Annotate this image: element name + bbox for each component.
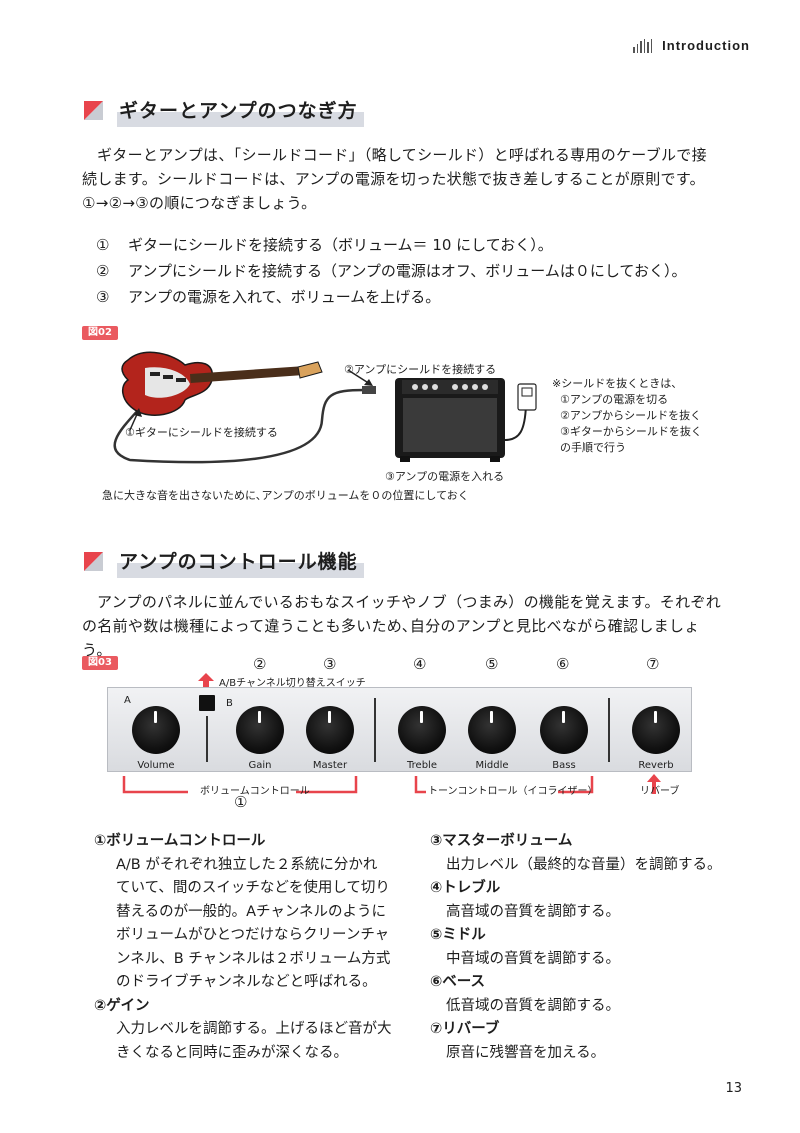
group-reverb-label: リバーブ: [640, 786, 680, 797]
volume-label: Volume: [137, 760, 175, 771]
number-4: ④: [413, 655, 427, 673]
section1-title: ギターとアンプのつなぎ方: [117, 94, 364, 127]
label-connect-guitar: ①ギターにシールドを接続する: [125, 426, 278, 439]
amp-control-panel: A B Volume Gain Master Treble Middle Bas…: [107, 687, 692, 772]
panel-divider: [374, 698, 376, 762]
desc-heading: ⑥ベース: [430, 974, 486, 990]
panel-divider: [608, 698, 610, 762]
header-bars-icon: [633, 38, 653, 53]
number-2: ②: [253, 655, 267, 673]
header-section-label: Introduction: [662, 38, 750, 53]
desc-body: 入力レベルを調節する。上げるほど音が大 きくなると同時に歪みが深くなる。: [116, 1021, 392, 1061]
label-connect-amp: ②アンプにシールドを接続する: [344, 363, 497, 376]
section2-title: アンプのコントロール機能: [117, 545, 364, 578]
master-knob[interactable]: [306, 706, 354, 754]
switch-arrow-icon: [198, 673, 214, 692]
section1-heading: ギターとアンプのつなぎ方: [84, 94, 364, 127]
figure02-caption: 急に大きな音を出さないために､アンプのボリュームを０の位置にしておく: [102, 489, 469, 502]
running-header: Introduction: [633, 38, 750, 53]
channel-b-label: B: [226, 698, 233, 709]
gain-knob[interactable]: [236, 706, 284, 754]
desc-body: 中音域の音質を調節する。: [446, 950, 620, 967]
reverb-knob[interactable]: [632, 706, 680, 754]
bass-knob[interactable]: [540, 706, 588, 754]
desc-body: 高音域の音質を調節する。: [446, 903, 620, 920]
section-marker-icon: [84, 101, 103, 120]
treble-knob[interactable]: [398, 706, 446, 754]
electric-guitar-icon: [121, 351, 323, 416]
master-label: Master: [312, 760, 348, 771]
desc-heading: ①ボリュームコントロール: [94, 833, 266, 849]
middle-knob[interactable]: [468, 706, 516, 754]
page-number: 13: [725, 1081, 742, 1096]
channel-a-label: A: [124, 695, 131, 706]
section-marker-icon: [84, 552, 103, 571]
switch-label: A/Bチャンネル切り替えスイッチ: [219, 678, 366, 689]
section2-heading: アンプのコントロール機能: [84, 545, 364, 578]
group-brackets: [122, 774, 661, 794]
section2-paragraph: アンプのパネルに並んでいるおもなスイッチやノブ（つまみ）の機能を覚えます。それぞ…: [82, 593, 722, 659]
ab-switch[interactable]: [199, 695, 215, 711]
desc-heading: ⑤ミドル: [430, 927, 486, 943]
amp-icon: [395, 378, 505, 462]
section1-paragraph: ギターとアンプは、「シールドコード」（略してシールド）と呼ばれる専用のケーブルで…: [82, 146, 707, 212]
descriptions-left: ①ボリュームコントロール A/B がそれぞれ独立した２系統に分かれ ていて、間の…: [94, 830, 414, 1065]
figure03-badge: 図03: [82, 656, 118, 670]
volume-knob[interactable]: [132, 706, 180, 754]
treble-label: Treble: [407, 760, 437, 771]
figure02-badge: 図02: [82, 326, 118, 340]
group-tone-label: トーンコントロール（イコライザー）: [428, 786, 598, 797]
number-7: ⑦: [646, 655, 660, 673]
guitar-amp-illustration: [113, 351, 537, 464]
desc-body: A/B がそれぞれ独立した２系統に分かれ ていて、間のスイッチなどを使用して切り…: [116, 856, 391, 991]
desc-heading: ④トレブル: [430, 880, 501, 896]
number-5: ⑤: [485, 655, 499, 673]
label-power-on: ③アンプの電源を入れる: [385, 470, 505, 483]
gain-label: Gain: [248, 760, 272, 771]
channel-divider: [206, 716, 208, 762]
desc-body: 低音域の音質を調節する。: [446, 997, 620, 1014]
desc-heading: ③マスターボリューム: [430, 833, 573, 849]
bass-label: Bass: [552, 760, 576, 771]
shield-cable: [113, 388, 366, 464]
reverb-label: Reverb: [638, 760, 674, 771]
number-3: ③: [323, 655, 337, 673]
middle-label: Middle: [475, 760, 509, 771]
unplug-note: ※シールドを抜くときは、 ①アンプの電源を切る ②アンプからシールドを抜く ③ギ…: [552, 377, 702, 454]
number-6: ⑥: [556, 655, 570, 673]
desc-heading: ⑦リバーブ: [430, 1021, 500, 1037]
desc-body: 原音に残響音を加える。: [446, 1044, 606, 1061]
desc-heading: ②ゲイン: [94, 997, 150, 1014]
number-1: ①: [234, 793, 248, 811]
descriptions-right: ③マスターボリューム 出力レベル（最終的な音量）を調節する。 ④トレブル 高音域…: [430, 830, 750, 1065]
desc-body: 出力レベル（最終的な音量）を調節する。: [446, 856, 722, 873]
group-volume-label: ボリュームコントロール: [200, 786, 310, 797]
